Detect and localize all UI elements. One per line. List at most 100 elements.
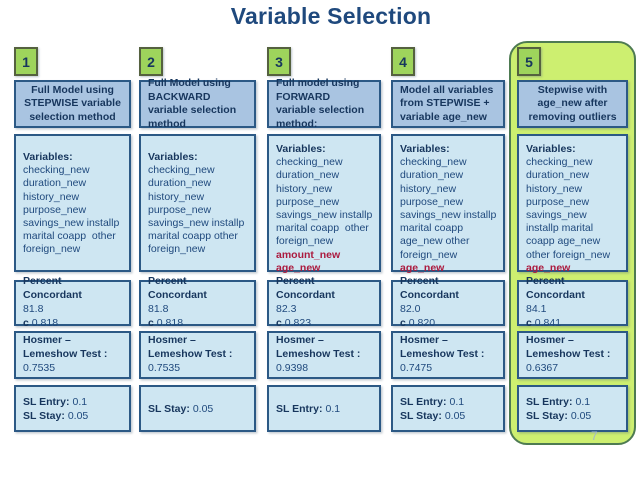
variable-line: age_new [276, 261, 321, 274]
c-statistic: c 0.818 [148, 317, 247, 331]
method-column-1: 1 Full Model using STEPWISE variable sel… [14, 47, 131, 432]
variable-line: installp marital [526, 222, 594, 235]
percent-concordant-box: Percent Concordant 82.3 c 0.823 [267, 275, 381, 329]
variable-line: savings_new installp [400, 209, 497, 222]
variable-line: checking_new [148, 164, 215, 177]
variable-line: duration_new [148, 177, 212, 190]
sl-row: SL Stay:0.05 [400, 409, 496, 423]
hosmer-label: Hosmer – Lemeshow Test : [526, 334, 611, 361]
percent-concordant-value: 84.1 [526, 303, 547, 315]
sl-value: 0.1 [449, 395, 465, 408]
variable-line: foreign_new [23, 243, 81, 256]
sl-value: 0.05 [570, 409, 592, 422]
significance-level-box: SL Stay:0.05 [139, 385, 256, 432]
method-header: Full Model using STEPWISE variable selec… [14, 80, 131, 128]
c-stat-label: c [400, 316, 406, 329]
variable-line: checking_new [23, 164, 90, 177]
step-number-badge: 5 [517, 47, 541, 76]
c-stat-value: 0.823 [284, 316, 312, 329]
variable-line: age_new [400, 261, 445, 274]
sl-value: 0.05 [67, 409, 89, 422]
variable-line: marital coapp other [276, 222, 369, 235]
percent-concordant-label: Percent Concordant [276, 275, 335, 302]
sl-row: SL Stay:0.05 [526, 409, 619, 423]
step-number-badge: 4 [391, 47, 415, 76]
variable-line: history_new [526, 182, 583, 195]
variable-line: purpose_new [526, 195, 590, 208]
sl-label: SL Entry: [400, 395, 447, 408]
percent-concordant-value: 81.8 [148, 303, 169, 315]
step-number-badge: 2 [139, 47, 163, 76]
percent-concordant-box: Percent Concordant 84.1 c 0.841 [517, 275, 628, 329]
variable-line: savings_new installp [23, 217, 120, 230]
variable-line: age_new other [400, 235, 470, 248]
variable-line: savings_new [526, 209, 587, 222]
c-stat-label: c [148, 316, 154, 329]
variable-line: checking_new [526, 156, 593, 169]
slide-title: Variable Selection [230, 3, 432, 29]
variable-line: history_new [400, 182, 457, 195]
variable-line: foreign_new [276, 235, 334, 248]
step-number-badge: 3 [267, 47, 291, 76]
variable-line: history_new [276, 182, 333, 195]
c-statistic: c 0.823 [276, 317, 372, 331]
sl-row: SL Stay:0.05 [148, 402, 247, 416]
variable-line: purpose_new [148, 203, 212, 216]
c-stat-value: 0.818 [156, 316, 184, 329]
variable-line: purpose_new [400, 195, 464, 208]
hosmer-lemeshow-box: Hosmer – Lemeshow Test : 0.6367 [517, 331, 628, 379]
variable-line: purpose_new [276, 195, 340, 208]
percent-concordant-box: Percent Concordant 82.0 c 0.820 [391, 275, 505, 329]
variable-line: marital coapp other [23, 230, 116, 243]
variable-line: marital coapp other [148, 230, 238, 243]
method-column-3: 3 Full model using FORWARD variable sele… [267, 47, 381, 432]
sl-label: SL Entry: [526, 395, 573, 408]
c-stat-label: c [276, 316, 282, 329]
c-stat-value: 0.818 [31, 316, 59, 329]
variables-label: Variables: [23, 151, 73, 163]
c-statistic: c 0.818 [23, 317, 122, 331]
hosmer-label: Hosmer – Lemeshow Test : [276, 334, 361, 361]
method-column-2: 2 Full Model using BACKWARD variable sel… [139, 47, 256, 432]
sl-label: SL Stay: [148, 402, 190, 415]
hosmer-value: 0.7535 [23, 361, 56, 374]
c-stat-value: 0.820 [408, 316, 436, 329]
c-stat-label: c [526, 316, 532, 329]
c-stat-label: c [23, 316, 29, 329]
sl-row: SL Entry:0.1 [23, 395, 122, 409]
sl-row: SL Entry:0.1 [526, 395, 619, 409]
sl-label: SL Entry: [276, 402, 323, 415]
variable-line: purpose_new [23, 203, 87, 216]
hosmer-lemeshow-box: Hosmer – Lemeshow Test : 0.7535 [139, 331, 256, 379]
method-column-4: 4 Model all variables from STEPWISE + va… [391, 47, 505, 432]
c-stat-value: 0.841 [534, 316, 562, 329]
sl-label: SL Stay: [23, 409, 65, 422]
variable-line: foreign_new [400, 248, 458, 261]
percent-concordant-value: 82.3 [276, 303, 297, 315]
variables-label: Variables: [148, 151, 198, 163]
variable-line: history_new [23, 190, 80, 203]
percent-concordant-box: Percent Concordant 81.8 c 0.818 [14, 275, 131, 329]
variable-line: duration_new [276, 169, 340, 182]
page-number: 7 [591, 429, 598, 443]
sl-label: SL Stay: [526, 409, 568, 422]
sl-value: 0.05 [192, 402, 214, 415]
hosmer-label: Hosmer – Lemeshow Test : [400, 334, 485, 361]
sl-value: 0.05 [444, 409, 466, 422]
variable-line: history_new [148, 190, 205, 203]
variable-line: savings_new installp [276, 209, 373, 222]
percent-concordant-value: 81.8 [23, 303, 44, 315]
variables-label: Variables: [276, 143, 326, 155]
percent-concordant-label: Percent Concordant [526, 275, 585, 302]
